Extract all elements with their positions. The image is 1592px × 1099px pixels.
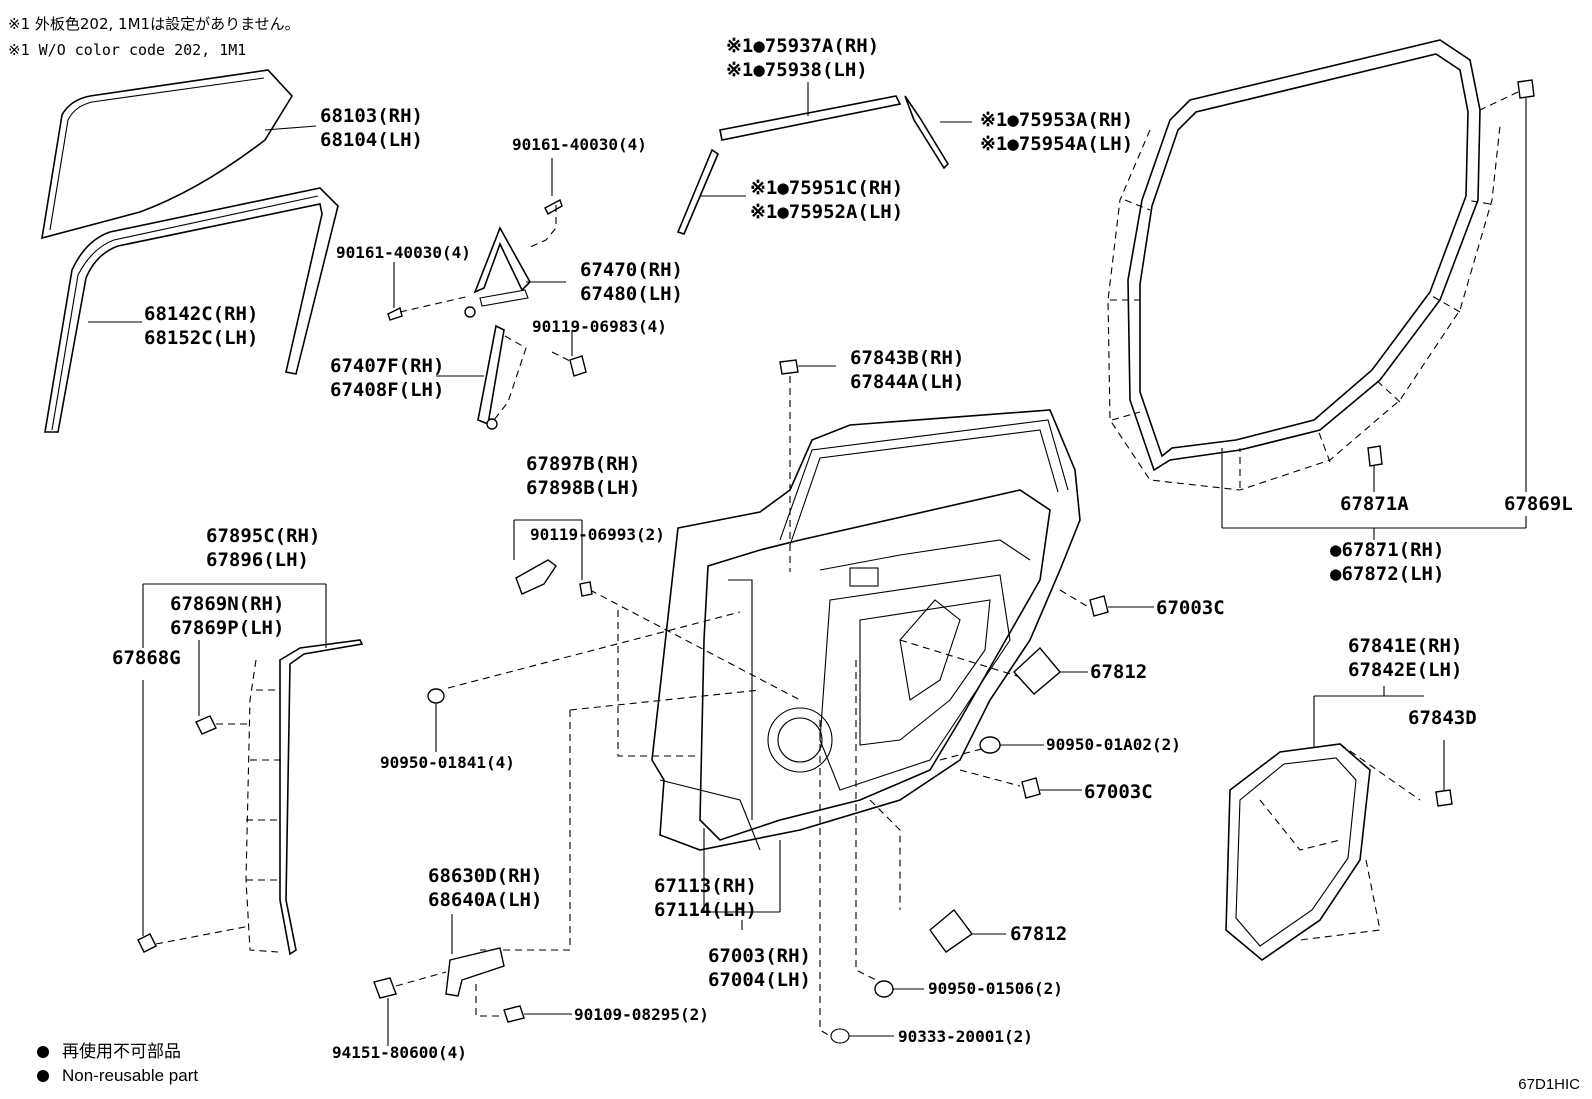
part-label-67871a[interactable]: 67871A (1340, 493, 1409, 515)
part-label-67869n[interactable]: 67869N(RH) 67869P(LH) (170, 593, 285, 639)
part-label-90950c[interactable]: 90950-01506(2) (928, 979, 1063, 998)
part-label-67812a[interactable]: 67812 (1090, 661, 1148, 683)
part-label-90119b[interactable]: 90119-06993(2) (530, 525, 665, 544)
part-label-90109[interactable]: 90109-08295(2) (574, 1005, 709, 1024)
door-glass-shape (41, 69, 293, 240)
part-label-67812b[interactable]: 67812 (1010, 923, 1068, 945)
part-label-90161a[interactable]: 90161-40030(4) (512, 135, 647, 154)
part-label-67895[interactable]: 67895C(RH) 67896(LH) (206, 525, 321, 571)
door-hinge-shape (373, 947, 525, 1023)
rear-lower-run-shape (477, 324, 587, 430)
part-label-75937[interactable]: ※1●75937A(RH) ※1●75938(LH) (726, 35, 880, 81)
part-label-68142[interactable]: 68142C(RH) 68152C(LH) (144, 303, 259, 349)
rear-door-panel-shape (651, 409, 1081, 851)
part-label-67871[interactable]: ●67871(RH) ●67872(LH) (1330, 539, 1445, 585)
part-label-68103[interactable]: 68103(RH) 68104(LH) (320, 105, 423, 151)
glass-run-channel-shape (44, 187, 339, 433)
belt-moulding-shape (676, 95, 950, 235)
bracket-67897-shape (515, 559, 593, 597)
legend-bullet-jp (37, 1046, 49, 1058)
part-label-90161b[interactable]: 90161-40030(4) (336, 243, 471, 262)
legend-en: Non-reusable part (62, 1066, 199, 1085)
weatherstrip-67895-shape (137, 639, 364, 956)
note-jp: ※1 外板色202, 1M1は設定がありません。 (8, 15, 300, 33)
part-label-90333[interactable]: 90333-20001(2) (898, 1027, 1033, 1046)
part-label-67843d[interactable]: 67843D (1408, 707, 1477, 729)
part-label-67897[interactable]: 67897B(RH) 67898B(LH) (526, 453, 641, 499)
part-label-67003ca[interactable]: 67003C (1156, 597, 1225, 619)
diagram-code: 67D1HIC (1518, 1076, 1580, 1093)
part-label-90950b[interactable]: 90950-01A02(2) (1046, 735, 1181, 754)
part-label-67003cb[interactable]: 67003C (1084, 781, 1153, 803)
part-label-67113[interactable]: 67113(RH) 67114(LH) (654, 875, 757, 921)
part-label-94151[interactable]: 94151-80600(4) (332, 1043, 467, 1062)
legend-jp: 再使用不可部品 (62, 1042, 181, 1061)
legend-bullet-en (37, 1070, 49, 1082)
note-en: ※1 W/O color code 202, 1M1 (8, 41, 247, 59)
part-label-90950a[interactable]: 90950-01841(4) (380, 753, 515, 772)
part-label-90119a[interactable]: 90119-06983(4) (532, 317, 667, 336)
division-bracket-shape (387, 198, 563, 321)
door-weatherstrip-shape (1107, 39, 1535, 491)
part-label-68630[interactable]: 68630D(RH) 68640A(LH) (428, 865, 543, 911)
part-label-67843b[interactable]: 67843B(RH) 67844A(LH) (850, 347, 965, 393)
part-label-75953[interactable]: ※1●75953A(RH) ※1●75954A(LH) (980, 109, 1134, 155)
part-label-67868g[interactable]: 67868G (112, 647, 181, 669)
part-label-75951[interactable]: ※1●75951C(RH) ※1●75952A(LH) (750, 177, 904, 223)
part-label-67407[interactable]: 67407F(RH) 67408F(LH) (330, 355, 445, 401)
part-label-67869l[interactable]: 67869L (1504, 493, 1573, 515)
service-cover-shape (1225, 743, 1453, 962)
part-label-67470[interactable]: 67470(RH) 67480(LH) (580, 259, 683, 305)
part-label-67003[interactable]: 67003(RH) 67004(LH) (708, 945, 811, 991)
part-label-67841[interactable]: 67841E(RH) 67842E(LH) (1348, 635, 1463, 681)
